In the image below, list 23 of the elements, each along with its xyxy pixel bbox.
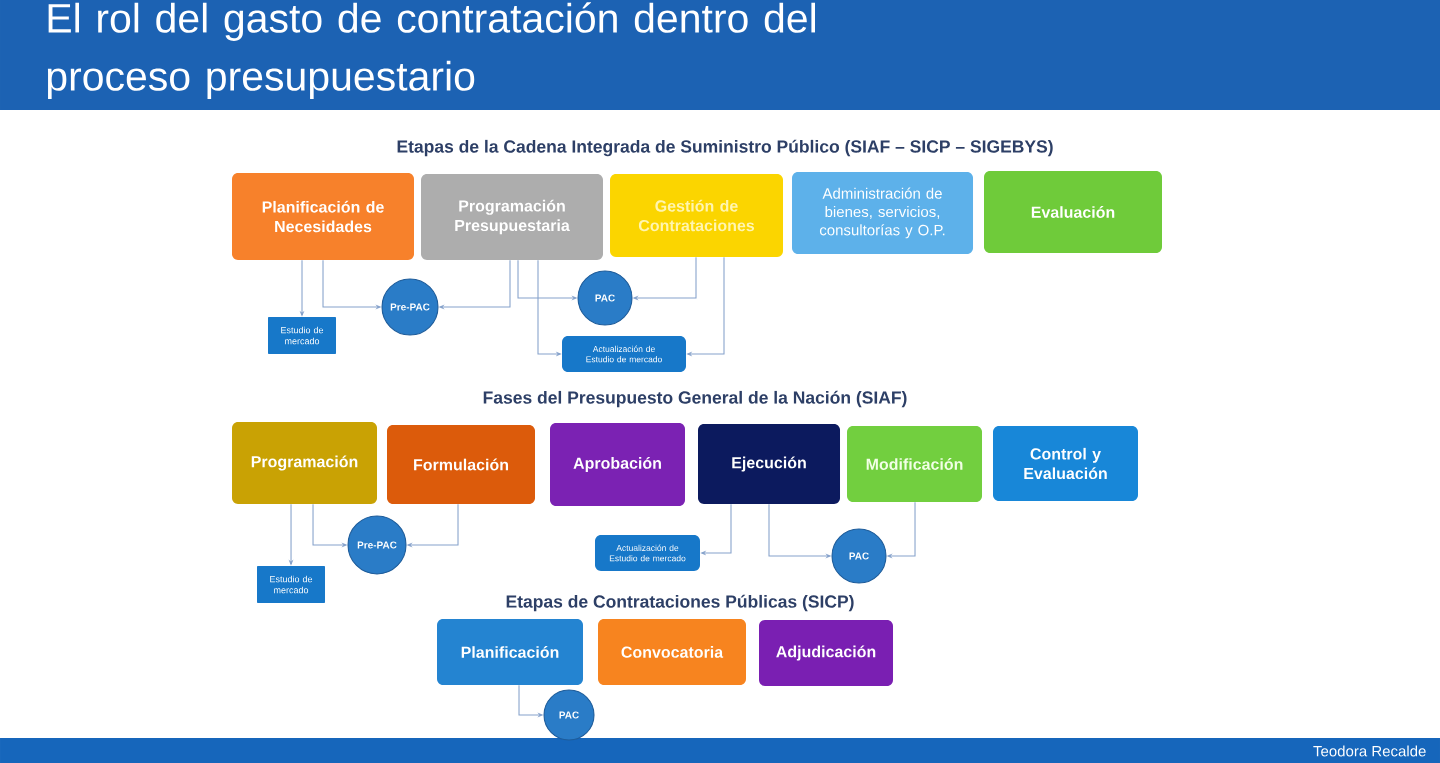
slide-title: El rol del gasto de contratación dentro del proceso presupuestario — [47, 2, 815, 99]
output-box: Actualización de Estudio de mercado — [595, 535, 700, 571]
stage-box: Programación Presupuestaria — [421, 174, 603, 260]
phase-box: Ejecución — [698, 424, 840, 504]
stage-box: Adjudicación — [759, 620, 893, 686]
stage-box: Evaluación — [984, 171, 1162, 253]
output-box: Actualización de Estudio de mercado — [562, 336, 686, 372]
phase-box: Aprobación — [550, 423, 685, 506]
section-heading: Etapas de la Cadena Integrada de Suministro Público (SIAF – SICP – SIGEBYS) — [397, 139, 1053, 157]
phase-box: Control y Evaluación — [993, 426, 1138, 501]
output-box: Estudio de mercado — [268, 317, 336, 354]
section-heading: Fases del Presupuesto General de la Nación (SIAF) — [483, 390, 907, 408]
phase-box: Modificación — [847, 426, 982, 502]
phase-box: Programación — [232, 422, 377, 504]
output-box: Estudio de mercado — [257, 566, 325, 603]
presenter-name: Teodora Recalde — [1313, 745, 1426, 757]
stage-box: Convocatoria — [598, 619, 746, 685]
stage-box: Administración de bienes, servicios, consultorías y O.P. — [792, 172, 973, 254]
stage-box: Gestión de Contrataciones — [610, 174, 783, 257]
stage-box: Planificación de Necesidades — [232, 173, 414, 260]
stage-box: Planificación — [437, 619, 583, 685]
phase-box: Formulación — [387, 425, 535, 504]
section-heading: Etapas de Contrataciones Públicas (SICP) — [506, 594, 854, 612]
